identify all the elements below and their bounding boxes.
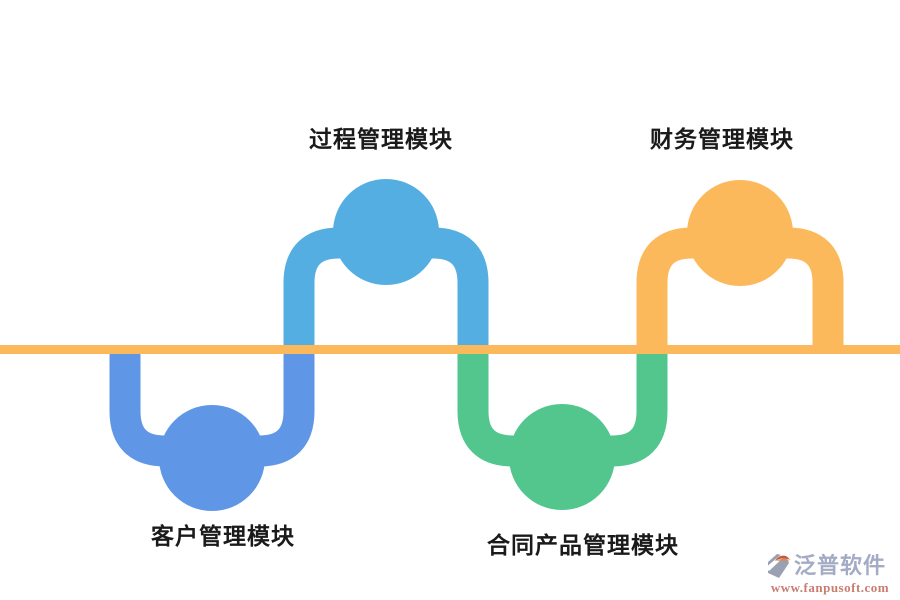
label-process: 过程管理模块	[309, 126, 453, 152]
node-circle-customer	[159, 405, 265, 511]
watermark-logo: 泛普软件 www.fanpusoft.com	[764, 552, 896, 595]
baseline	[0, 345, 900, 354]
node-circle-finance	[687, 180, 793, 286]
label-customer: 客户管理模块	[151, 523, 295, 549]
label-finance: 财务管理模块	[650, 126, 794, 152]
label-contract: 合同产品管理模块	[487, 532, 679, 558]
watermark-url-text: www.fanpusoft.com	[770, 580, 890, 595]
node-circle-process	[333, 179, 439, 285]
fanpu-logo-icon	[765, 553, 790, 578]
watermark-brand-text: 泛普软件	[794, 553, 887, 578]
node-circle-contract	[509, 404, 615, 510]
